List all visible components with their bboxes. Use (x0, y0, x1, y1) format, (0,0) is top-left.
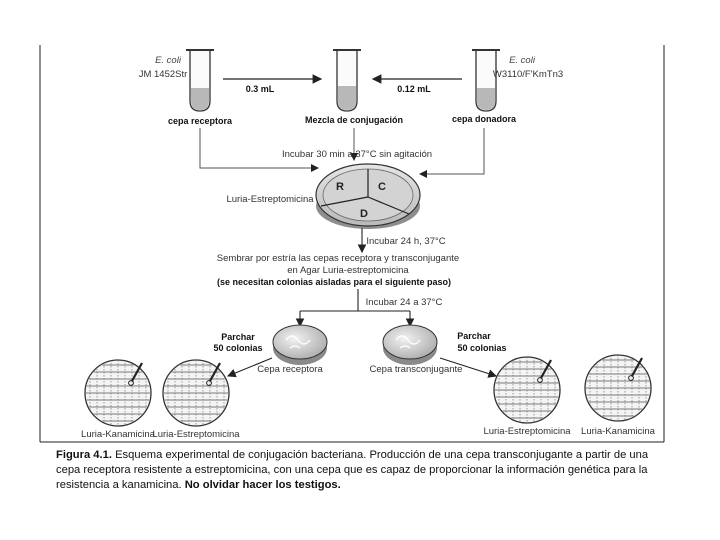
left-patch-label-2: 50 colonias (213, 343, 262, 353)
arrow-to-right-grids (439, 357, 498, 378)
caption-figure-label: Figura 4.1. (56, 449, 112, 461)
grid-plate-left-2 (162, 359, 230, 427)
mixture-tube (333, 49, 361, 112)
donor-strain: W3110/F'KmTn3 (493, 69, 563, 80)
streak-note: (se necesitan colonias aisladas para el … (217, 277, 451, 287)
donor-volume: 0.12 mL (397, 84, 431, 94)
donor-organism: E. coli (509, 55, 536, 66)
incubation-step-1: Incubar 30 min a 37°C sin agitación (282, 149, 432, 160)
donor-tube-label: cepa donadora (452, 114, 517, 124)
incubation-step-2: Incubar 24 h, 37°C (366, 236, 445, 247)
left-patch-label-1: Parchar (221, 332, 255, 342)
grid-plate-left-1 (84, 359, 152, 427)
medium-label: Luria-Estreptomicina (226, 194, 314, 205)
grid-plate-label-right-2: Luria-Kanamicina (581, 426, 656, 437)
receptor-organism: E. coli (155, 55, 182, 66)
transconjugant-streak-plate (382, 324, 438, 365)
mixture-tube-label: Mezcla de conjugación (305, 115, 403, 125)
grid-plate-label-left-2: Luria-Estreptomicina (152, 429, 240, 440)
right-patch-label-2: 50 colonias (457, 343, 506, 353)
figure-caption: Figura 4.1. Esquema experimental de conj… (56, 448, 668, 493)
plate-section-r: R (336, 181, 344, 193)
conjugation-plate (315, 163, 421, 229)
caption-text: Esquema experimental de conjugación bact… (56, 449, 649, 491)
connector-donor-to-plate (419, 128, 485, 178)
streak-instruction-1: Sembrar por estría las cepas receptora y… (217, 253, 459, 264)
grid-plate-label-left-1: Luria-Kanamicina (81, 429, 156, 440)
receptor-volume: 0.3 mL (246, 84, 275, 94)
incubation-step-3: Incubar 24 a 37°C (366, 297, 443, 308)
receptor-tube-label: cepa receptora (168, 116, 233, 126)
grid-plate-label-right-1: Luria-Estreptomicina (483, 426, 571, 437)
connector-receptor-to-plate (199, 128, 319, 172)
grid-plate-right-2 (584, 354, 652, 422)
plate-section-c: C (378, 181, 386, 193)
receptor-plate-label: Cepa receptora (257, 364, 323, 375)
transconjugant-plate-label: Cepa transconjugante (370, 364, 463, 375)
receptor-strain: JM 1452Str (139, 69, 188, 80)
donor-tube (472, 49, 500, 112)
grid-plates (84, 354, 652, 427)
right-patch-label-1: Parchar (457, 331, 491, 341)
caption-emphasis: No olvidar hacer los testigos. (184, 479, 341, 491)
receptor-streak-plate (272, 324, 328, 365)
plate-section-d: D (360, 208, 368, 220)
receptor-tube (186, 49, 214, 112)
arrow-to-left-grids (226, 357, 273, 378)
streak-instruction-2: en Agar Luria-estreptomicina (287, 265, 409, 276)
grid-plate-right-1 (493, 356, 561, 424)
